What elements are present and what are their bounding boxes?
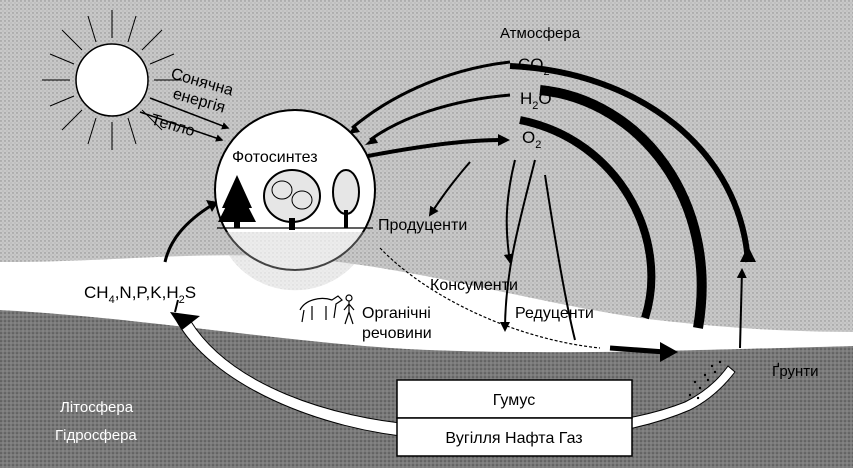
soils-label: Ґрунти bbox=[772, 363, 819, 380]
organic-label-1: Органічні bbox=[362, 305, 431, 322]
fossil-fuels-label: Вугілля Нафта Газ bbox=[445, 430, 582, 447]
producers-label: Продуценти bbox=[378, 217, 467, 234]
lithosphere-label: Літосфера bbox=[60, 399, 134, 416]
consumers-label: Консументи bbox=[430, 277, 518, 294]
photosynthesis-label: Фотосинтез bbox=[232, 149, 318, 166]
decomposers-label: Редуценти bbox=[515, 305, 594, 322]
atmosphere-label: Атмосфера bbox=[500, 25, 581, 42]
photosynthesis-circle bbox=[215, 110, 375, 290]
organic-label-2: речовини bbox=[362, 325, 432, 342]
hydrosphere-label: Гідросфера bbox=[55, 427, 137, 444]
humus-label: Гумус bbox=[493, 392, 535, 409]
